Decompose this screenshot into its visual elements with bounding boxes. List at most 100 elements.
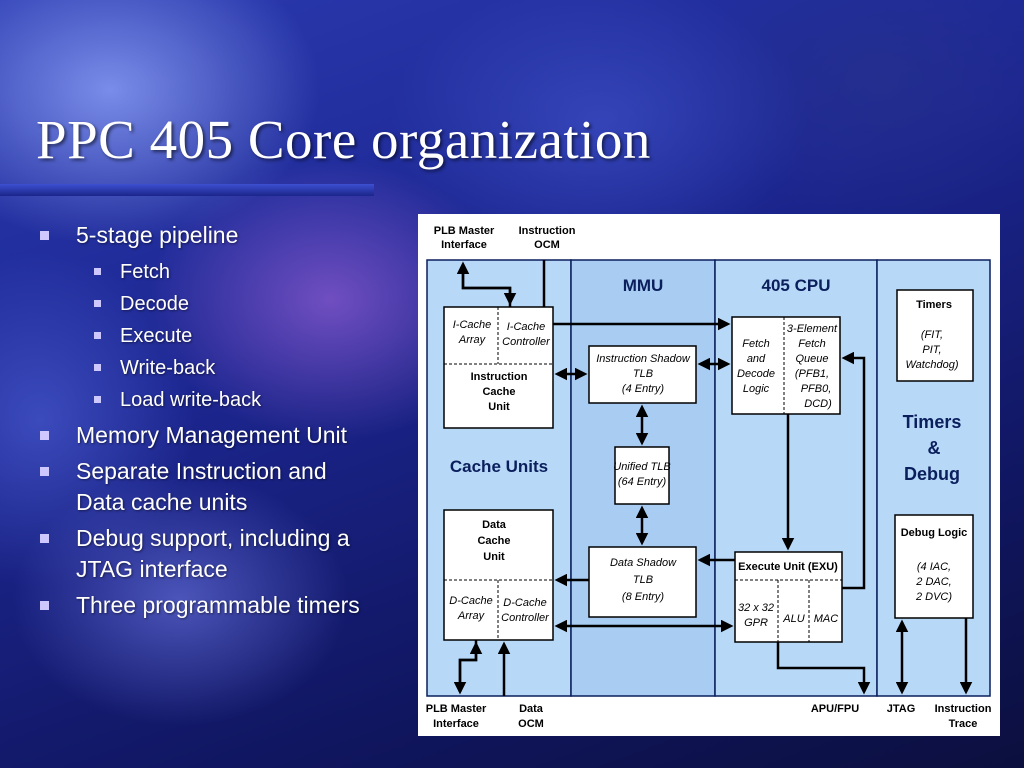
queue-label-5: PFB0, xyxy=(801,383,832,395)
top-ocm-label: OCM xyxy=(534,239,560,251)
sub-bullet-fetch: Fetch xyxy=(38,256,408,288)
mac-label: MAC xyxy=(814,613,839,625)
bullet-square-icon xyxy=(94,332,101,339)
top-instr-ocm-label: Instruction xyxy=(519,225,576,237)
bullet-mmu: Memory Management Unit xyxy=(38,420,408,451)
icache-array-label-2: Array xyxy=(458,334,487,346)
bottom-data-ocm-label: Data xyxy=(519,703,544,715)
icache-controller-label-2: Controller xyxy=(502,336,551,348)
fetch-label-2: and xyxy=(747,353,766,365)
icache-unit-label-2: Cache xyxy=(482,386,515,398)
bullet-list: 5-stage pipeline Fetch Decode Execute Wr… xyxy=(38,220,408,626)
bullet-text: 5-stage pipeline xyxy=(76,222,239,248)
dtlb-label: Data Shadow xyxy=(610,557,677,569)
dcache-array-label-2: Array xyxy=(457,610,486,622)
debug-heading: Debug xyxy=(904,464,960,484)
bullet-square-icon xyxy=(40,231,49,240)
bullet-timers: Three programmable timers xyxy=(38,590,408,621)
execute-unit: Execute Unit (EXU) 32 x 32 GPR ALU MAC xyxy=(734,551,843,643)
cache-units-heading: Cache Units xyxy=(450,457,548,476)
fetch-label-4: Logic xyxy=(743,383,770,395)
bullet-square-icon xyxy=(94,300,101,307)
bullet-text: Memory Management Unit xyxy=(76,422,347,448)
bullet-debug: Debug support, including a JTAG interfac… xyxy=(38,523,408,585)
bottom-jtag-label: JTAG xyxy=(887,703,916,715)
bullet-text: Three programmable timers xyxy=(76,592,360,618)
timers-heading: Timers xyxy=(903,412,962,432)
bottom-apu-fpu-label: APU/FPU xyxy=(811,703,859,715)
debug-box-label: (4 IAC, xyxy=(917,561,951,573)
dcache-array-label: D-Cache xyxy=(449,595,492,607)
timers-box: Timers (FIT, PIT, Watchdog) xyxy=(896,289,974,382)
bullet-square-icon xyxy=(94,364,101,371)
top-plb-interface-label: Interface xyxy=(441,239,487,251)
timers-box-label: (FIT, xyxy=(921,329,943,341)
top-plb-master-label: PLB Master xyxy=(434,225,495,237)
bullet-square-icon xyxy=(40,601,49,610)
slide-title: PPC 405 Core organization xyxy=(36,109,651,170)
icache-unit-label-3: Unit xyxy=(488,401,510,413)
debug-logic-box: Debug Logic (4 IAC, 2 DAC, 2 DVC) xyxy=(894,514,974,619)
bottom-instr-trace-label: Instruction xyxy=(935,703,992,715)
dcache-unit-label-2: Cache xyxy=(477,535,510,547)
gpr-label: 32 x 32 xyxy=(738,602,774,614)
queue-label-4: (PFB1, xyxy=(795,368,829,380)
dcache-controller-label-2: Controller xyxy=(501,612,550,624)
sub-bullet-load-write-back: Load write-back xyxy=(38,384,408,416)
bullet-text: JTAG interface xyxy=(76,556,228,582)
alu-label: ALU xyxy=(782,613,804,625)
exu-title: Execute Unit (EXU) xyxy=(738,561,838,573)
ppc405-block-diagram: PLB Master Interface Instruction OCM MMU… xyxy=(418,214,1000,736)
data-shadow-tlb: Data Shadow TLB (8 Entry) xyxy=(588,546,697,618)
debug-box-label-2: 2 DAC, xyxy=(915,576,951,588)
gpr-label-2: GPR xyxy=(744,617,768,629)
bullet-cache-units: Separate Instruction and Data cache unit… xyxy=(38,456,408,518)
bottom-plb-interface-label: Interface xyxy=(433,718,479,730)
fetch-label: Fetch xyxy=(742,338,770,350)
title-underline-bar xyxy=(0,184,374,196)
icache-array-label: I-Cache xyxy=(453,319,492,331)
cpu-heading: 405 CPU xyxy=(762,276,831,295)
unified-tlb: Unified TLB (64 Entry) xyxy=(613,446,671,505)
sub-bullet-text: Decode xyxy=(120,293,189,315)
timers-box-label-3: Watchdog) xyxy=(906,359,959,371)
sub-bullet-text: Write-back xyxy=(120,357,216,379)
sub-bullet-text: Load write-back xyxy=(120,389,262,411)
dtlb-label-2: TLB xyxy=(633,574,653,586)
sub-bullet-text: Fetch xyxy=(120,261,171,283)
instruction-cache-unit: I-Cache Array I-Cache Controller Instruc… xyxy=(443,306,554,429)
sub-bullet-text: Execute xyxy=(120,325,193,347)
fetch-label-3: Decode xyxy=(737,368,775,380)
data-cache-unit: Data Cache Unit D-Cache Array D-Cache Co… xyxy=(443,509,554,641)
queue-label-6: DCD) xyxy=(804,398,832,410)
sub-bullet-decode: Decode xyxy=(38,288,408,320)
instruction-shadow-tlb: Instruction Shadow TLB (4 Entry) xyxy=(588,345,697,404)
ampersand-heading: & xyxy=(928,438,941,458)
queue-label: 3-Element xyxy=(787,323,838,335)
queue-label-3: Queue xyxy=(795,353,828,365)
itlb-label-3: (4 Entry) xyxy=(622,383,665,395)
queue-label-2: Fetch xyxy=(798,338,826,350)
bullet-square-icon xyxy=(94,268,101,275)
bullet-text: Data cache units xyxy=(76,489,248,515)
bottom-ocm-label: OCM xyxy=(518,718,544,730)
dcache-unit-label: Data xyxy=(482,519,507,531)
bullet-pipeline: 5-stage pipeline xyxy=(38,220,408,251)
timers-box-label-2: PIT, xyxy=(922,344,941,356)
utlb-label: Unified TLB xyxy=(613,461,670,473)
utlb-label-2: (64 Entry) xyxy=(618,476,667,488)
dcache-controller-label: D-Cache xyxy=(503,597,546,609)
bullet-square-icon xyxy=(40,431,49,440)
bullet-square-icon xyxy=(40,534,49,543)
bullet-square-icon xyxy=(94,396,101,403)
mmu-heading: MMU xyxy=(623,276,664,295)
debug-box-title: Debug Logic xyxy=(901,527,968,539)
sub-bullet-execute: Execute xyxy=(38,320,408,352)
dtlb-label-3: (8 Entry) xyxy=(622,591,665,603)
bottom-plb-master-label: PLB Master xyxy=(426,703,487,715)
itlb-label-2: TLB xyxy=(633,368,653,380)
icache-controller-label: I-Cache xyxy=(507,321,546,333)
timers-box-title: Timers xyxy=(916,299,952,311)
icache-unit-label: Instruction xyxy=(471,371,528,383)
itlb-label: Instruction Shadow xyxy=(596,353,691,365)
